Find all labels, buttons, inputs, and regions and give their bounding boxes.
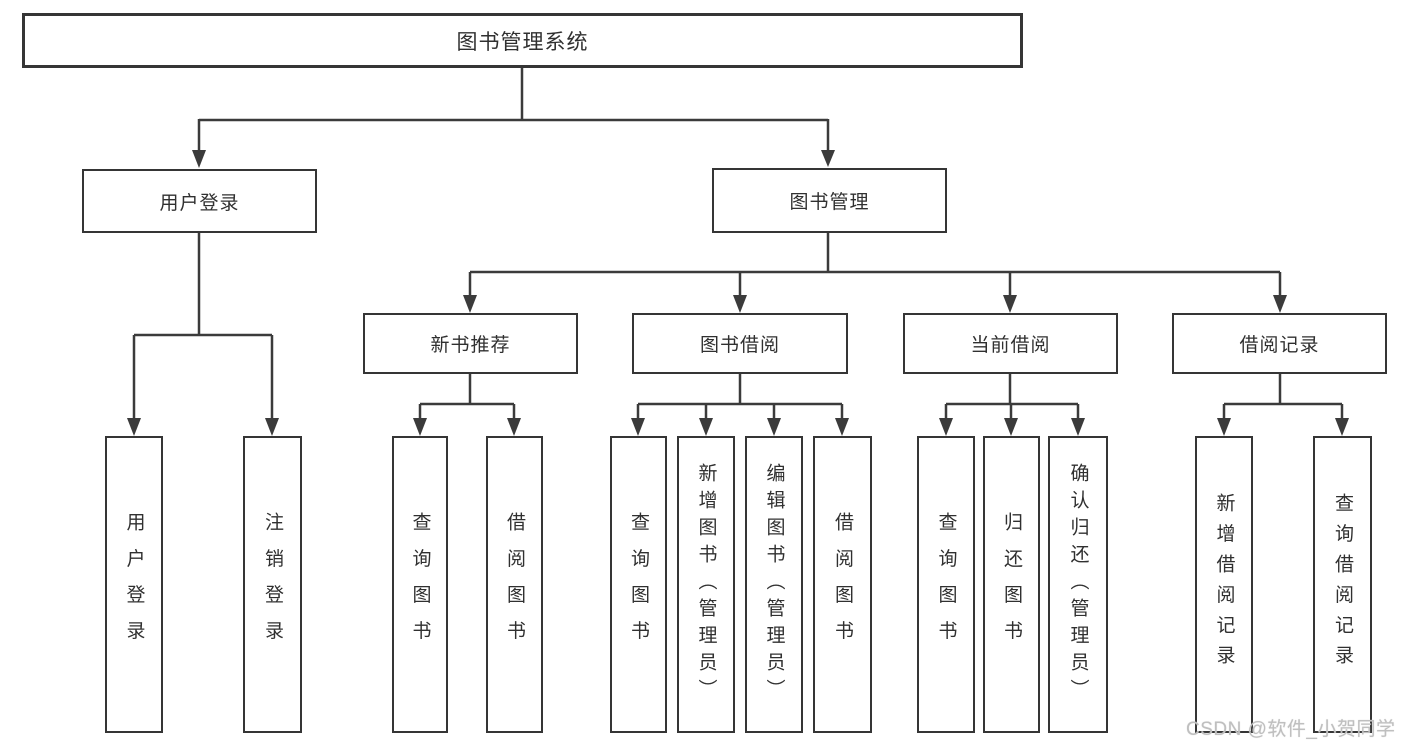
leaf-query-books-borrowing-label: 查询图书	[628, 512, 649, 657]
node-book-borrowing: 图书借阅	[632, 313, 848, 374]
leaf-edit-book-admin-label: 编辑图书（管理员）	[763, 463, 785, 706]
node-borrowing-records: 借阅记录	[1172, 313, 1387, 374]
node-new-book-recommendation-label: 新书推荐	[430, 335, 511, 356]
connector-book-borrowing-branch	[636, 374, 844, 420]
leaf-return-books: 归还图书	[983, 436, 1040, 733]
leaf-query-books-borrowing: 查询图书	[610, 436, 667, 733]
leaf-user-login-label: 用户登录	[123, 512, 145, 657]
connector-user-login-branch	[132, 233, 274, 420]
leaf-logout-label: 注销登录	[262, 512, 283, 657]
csdn-watermark: CSDN @软件_小贺同学	[1186, 719, 1396, 740]
connector-new-book-branch	[418, 374, 516, 420]
node-library-system-label: 图书管理系统	[456, 30, 589, 54]
connector-current-borrowing-branch	[944, 374, 1080, 420]
node-user-login-label: 用户登录	[159, 192, 240, 214]
connector-book-management-branch	[468, 233, 1282, 297]
connector-root-to-level2	[199, 68, 828, 122]
leaf-confirm-return-admin-label: 确认归还（管理员）	[1067, 463, 1089, 706]
node-user-login: 用户登录	[82, 169, 317, 233]
leaf-borrow-books-label: 借阅图书	[832, 512, 853, 657]
leaf-add-book-admin: 新增图书（管理员）	[677, 436, 735, 733]
leaf-logout: 注销登录	[243, 436, 302, 733]
node-current-borrowing-label: 当前借阅	[970, 335, 1051, 356]
leaf-return-books-label: 归还图书	[1001, 512, 1022, 657]
leaf-query-books-recommend: 查询图书	[392, 436, 448, 733]
leaf-edit-book-admin: 编辑图书（管理员）	[745, 436, 803, 733]
node-book-management: 图书管理	[712, 168, 947, 233]
leaf-borrow-books-recommend: 借阅图书	[486, 436, 543, 733]
leaf-query-books-current: 查询图书	[917, 436, 975, 733]
leaf-borrow-books-recommend-label: 借阅图书	[504, 512, 525, 657]
node-book-management-label: 图书管理	[789, 192, 870, 213]
node-library-system: 图书管理系统	[22, 13, 1023, 68]
leaf-add-book-admin-label: 新增图书（管理员）	[695, 463, 717, 706]
node-book-borrowing-label: 图书借阅	[699, 335, 780, 356]
leaf-user-login: 用户登录	[105, 436, 163, 733]
leaf-query-borrow-record-label: 查询借阅记录	[1332, 493, 1353, 676]
leaf-add-borrow-record-label: 新增借阅记录	[1213, 493, 1235, 676]
node-current-borrowing: 当前借阅	[903, 313, 1118, 374]
node-borrowing-records-label: 借阅记录	[1239, 335, 1320, 356]
leaf-borrow-books: 借阅图书	[813, 436, 872, 733]
leaf-confirm-return-admin: 确认归还（管理员）	[1048, 436, 1108, 733]
leaf-add-borrow-record: 新增借阅记录	[1195, 436, 1253, 733]
leaf-query-borrow-record: 查询借阅记录	[1313, 436, 1372, 733]
leaf-query-books-recommend-label: 查询图书	[409, 512, 431, 657]
leaf-query-books-current-label: 查询图书	[935, 512, 957, 657]
connector-borrowing-records-branch	[1222, 374, 1344, 420]
node-new-book-recommendation: 新书推荐	[363, 313, 578, 374]
